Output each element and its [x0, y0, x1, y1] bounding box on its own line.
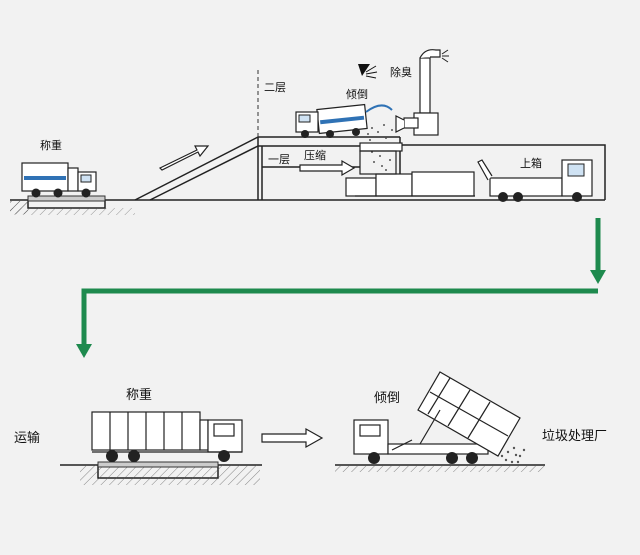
deodorize-unit	[395, 49, 441, 136]
transport-arrow	[261, 427, 324, 449]
label-deodorize: 除臭	[390, 65, 412, 79]
label-dump-bottom: 倾倒	[374, 391, 400, 406]
label-dump-top: 倾倒	[346, 88, 368, 101]
label-weigh-bottom: 称重	[126, 387, 152, 403]
label-first-floor: 一层	[268, 153, 290, 166]
dump-ground-hatch	[335, 466, 545, 472]
label-second-floor: 二层	[264, 81, 286, 94]
truck-dump-top	[295, 103, 393, 138]
ground-hatch-weigh	[10, 208, 135, 215]
truck-loadbox-top	[477, 159, 593, 202]
bottom-ground-hatch	[80, 465, 260, 485]
label-transport: 运输	[14, 430, 40, 446]
flow-arrow-head-right	[590, 270, 606, 284]
compress-arrow	[299, 159, 356, 177]
label-compress: 压缩	[304, 149, 326, 162]
truck-weigh-top	[21, 162, 97, 198]
label-load-box: 上箱	[520, 156, 542, 170]
spray-icon	[358, 64, 378, 79]
dumped-garbage	[500, 446, 526, 464]
truck-dump-bottom	[353, 371, 521, 457]
weigh-scale-top	[27, 195, 106, 202]
truck-dump-bottom-wheels	[368, 452, 478, 464]
compressor-station	[345, 142, 475, 197]
weigh-scale-bottom	[97, 461, 219, 468]
truck-weigh-bottom	[91, 411, 243, 453]
label-plant: 垃圾处理厂	[542, 429, 607, 444]
flow-arrow-head-left	[76, 344, 92, 358]
ramp-arrow	[158, 145, 210, 171]
flow-arrow	[81, 218, 601, 346]
deodorize-spray	[441, 49, 449, 63]
label-weigh-top: 称重	[40, 138, 62, 152]
truck-weigh-bottom-wheels	[106, 450, 230, 462]
